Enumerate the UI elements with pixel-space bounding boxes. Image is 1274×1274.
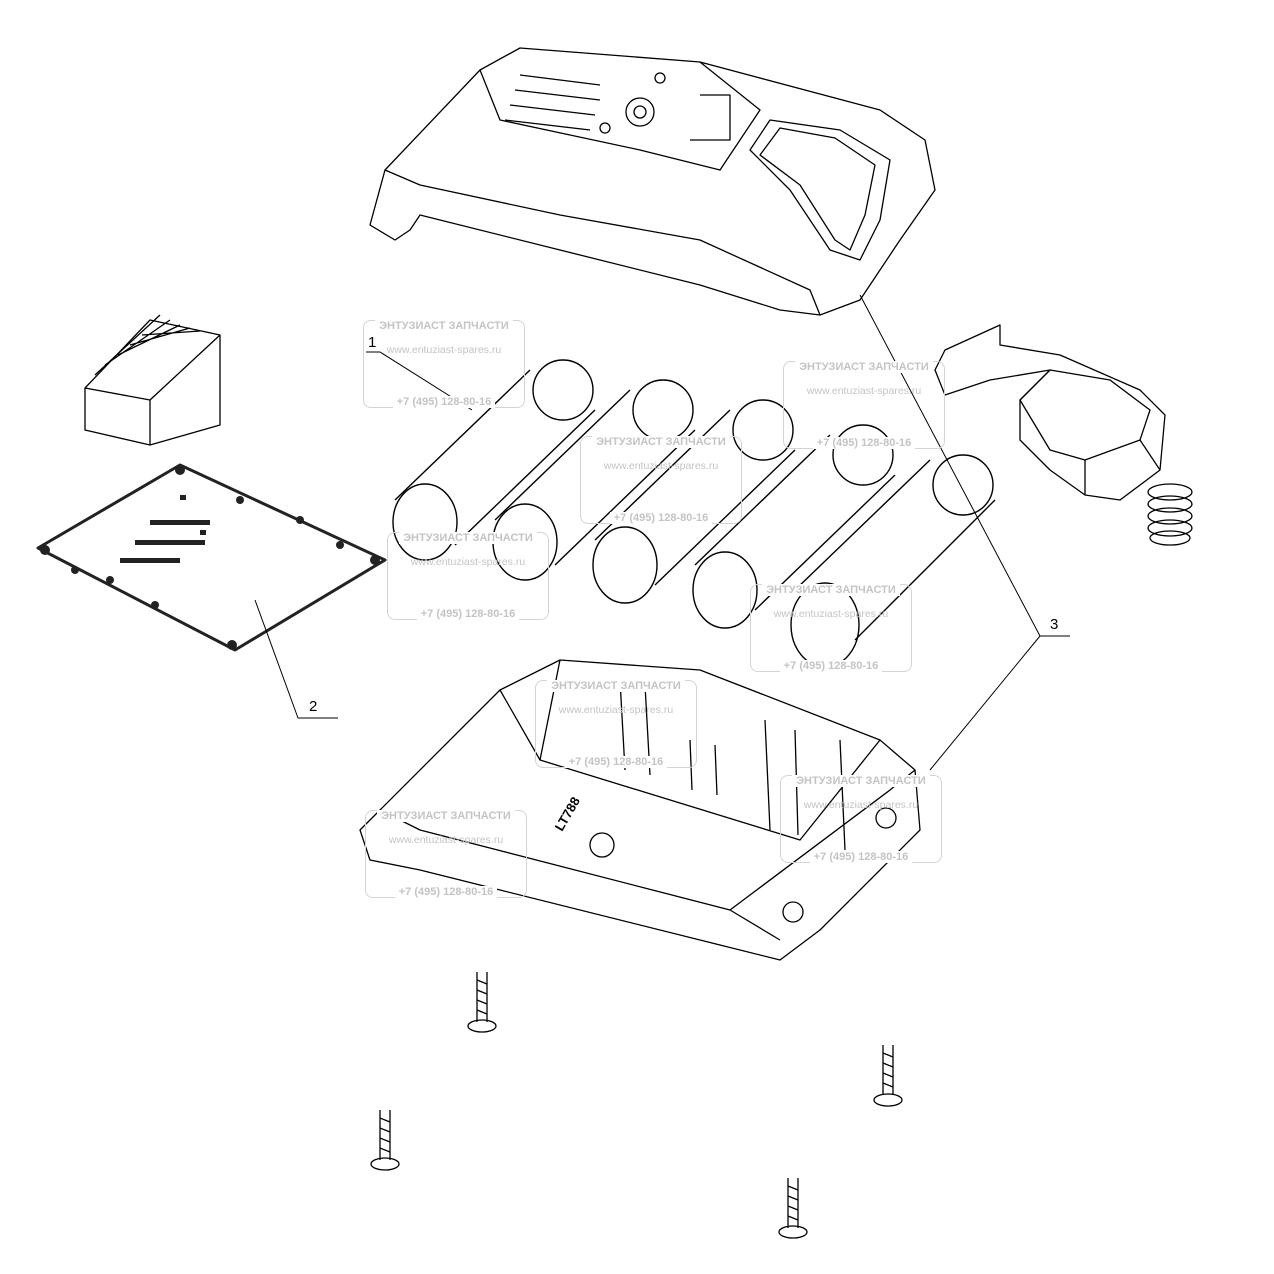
screw-3 xyxy=(873,1045,903,1107)
watermark-title: ЭНТУЗИАСТ ЗАПЧАСТИ xyxy=(377,810,515,822)
screw-1 xyxy=(467,972,497,1033)
watermark-url: www.entuziast-spares.ru xyxy=(558,704,674,716)
watermark-phone: +7 (495) 128-80-16 xyxy=(812,437,916,449)
watermark-phone: +7 (495) 128-80-16 xyxy=(779,660,883,672)
leader-lines xyxy=(254,294,1070,771)
watermark-title: ЭНТУЗИАСТ ЗАПЧАСТИ xyxy=(792,775,930,787)
watermark-url: www.entuziast-spares.ru xyxy=(410,556,526,568)
watermark-phone: +7 (495) 128-80-16 xyxy=(564,756,668,768)
callout-2: 2 xyxy=(309,698,318,715)
watermark: ЭНТУЗИАСТ ЗАПЧАСТИ www.entuziast-spares.r… xyxy=(365,810,527,898)
watermark: ЭНТУЗИАСТ ЗАПЧАСТИ www.entuziast-spares.r… xyxy=(580,436,742,524)
watermark-phone: +7 (495) 128-80-16 xyxy=(809,851,913,863)
watermark: ЭНТУЗИАСТ ЗАПЧАСТИ www.entuziast-spares.r… xyxy=(783,361,945,449)
screws xyxy=(370,972,903,1239)
watermark-url: www.entuziast-spares.ru xyxy=(386,344,502,356)
watermark-url: www.entuziast-spares.ru xyxy=(603,460,719,472)
callout-1: 1 xyxy=(368,334,377,351)
watermark: ЭНТУЗИАСТ ЗАПЧАСТИ www.entuziast-spares.r… xyxy=(387,532,549,620)
cell-3 xyxy=(592,399,796,604)
watermark-phone: +7 (495) 128-80-16 xyxy=(394,886,498,898)
watermark-phone: +7 (495) 128-80-16 xyxy=(416,608,520,620)
watermark: ЭНТУЗИАСТ ЗАПЧАСТИ www.entuziast-spares.r… xyxy=(535,680,697,768)
screw-2 xyxy=(370,1110,400,1171)
watermark-title: ЭНТУЗИАСТ ЗАПЧАСТИ xyxy=(375,320,513,332)
spring xyxy=(1147,483,1193,546)
watermark: ЭНТУЗИАСТ ЗАПЧАСТИ www.entuziast-spares.r… xyxy=(363,320,525,408)
watermark-title: ЭНТУЗИАСТ ЗАПЧАСТИ xyxy=(399,532,537,544)
release-latch xyxy=(934,324,1166,501)
watermark-title: ЭНТУЗИАСТ ЗАПЧАСТИ xyxy=(762,584,900,596)
screw-4 xyxy=(778,1178,808,1239)
callout-3: 3 xyxy=(1050,616,1059,633)
watermark-phone: +7 (495) 128-80-16 xyxy=(609,512,713,524)
watermark: ЭНТУЗИАСТ ЗАПЧАСТИ www.entuziast-spares.r… xyxy=(780,775,942,863)
circuit-board xyxy=(36,463,387,652)
terminal-connector xyxy=(84,314,221,446)
watermark-title: ЭНТУЗИАСТ ЗАПЧАСТИ xyxy=(592,436,730,448)
watermark-title: ЭНТУЗИАСТ ЗАПЧАСТИ xyxy=(795,361,933,373)
cell-1 xyxy=(392,359,596,561)
watermark-url: www.entuziast-spares.ru xyxy=(773,608,889,620)
watermark-phone: +7 (495) 128-80-16 xyxy=(392,396,496,408)
watermark: ЭНТУЗИАСТ ЗАПЧАСТИ www.entuziast-spares.r… xyxy=(750,584,912,672)
watermark-title: ЭНТУЗИАСТ ЗАПЧАСТИ xyxy=(547,680,685,692)
cell-marking: LT788 xyxy=(552,794,583,833)
watermark-url: www.entuziast-spares.ru xyxy=(806,385,922,397)
watermark-url: www.entuziast-spares.ru xyxy=(388,834,504,846)
top-housing xyxy=(369,47,936,316)
watermark-url: www.entuziast-spares.ru xyxy=(803,799,919,811)
